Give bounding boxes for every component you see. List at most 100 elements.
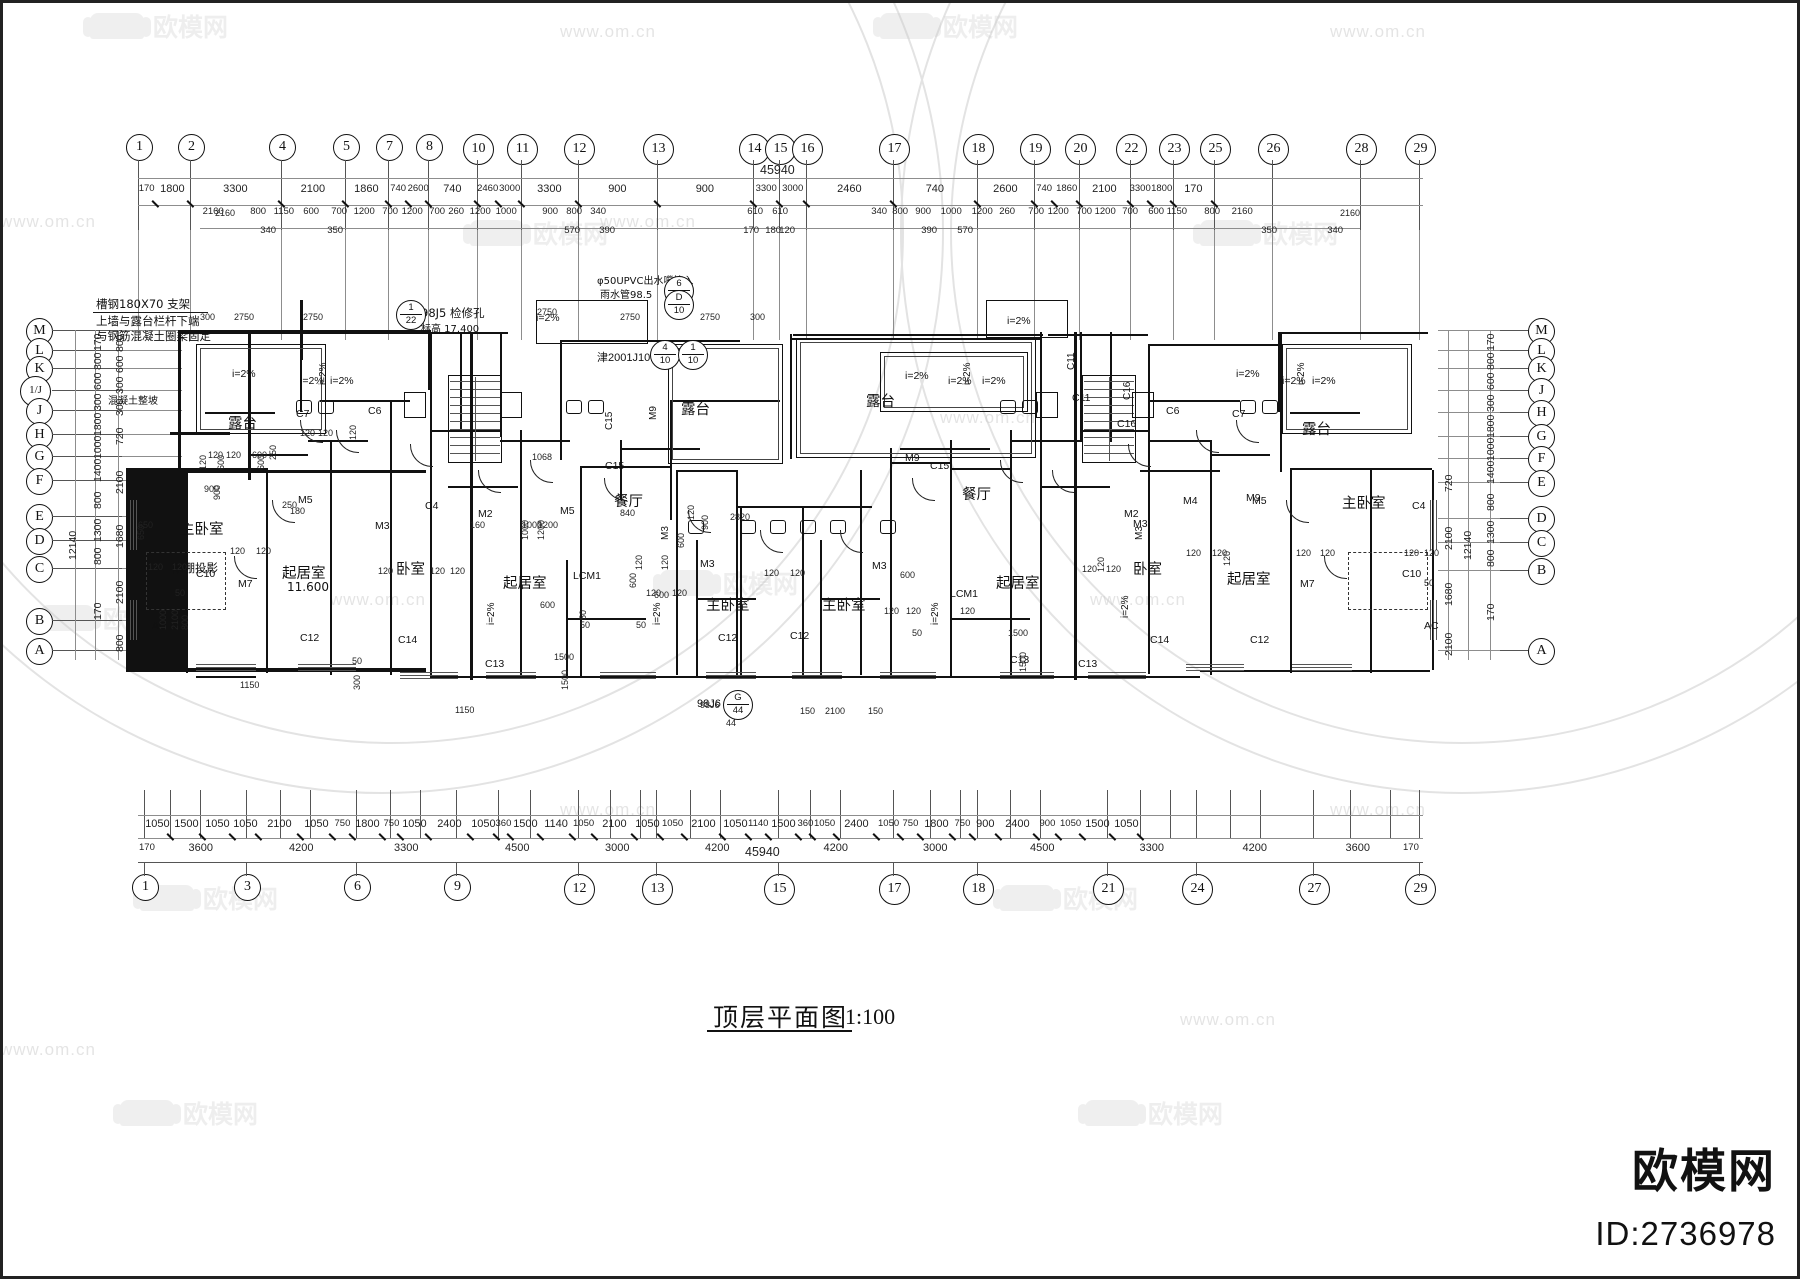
top-grid-bubble-2[interactable]: 2 bbox=[178, 134, 205, 161]
plan-wall-h-33 bbox=[1050, 676, 1200, 679]
right-grid-bubble-C[interactable]: C bbox=[1528, 530, 1555, 557]
top-subdim-7: 1200 bbox=[401, 206, 423, 217]
left-grid-bubble-B[interactable]: B bbox=[26, 608, 53, 635]
bottom-grid-bubble-15[interactable]: 15 bbox=[764, 874, 795, 905]
top-subdim-19: 900 bbox=[915, 206, 932, 217]
top-grid-bubble-23[interactable]: 23 bbox=[1159, 134, 1190, 165]
terrace-outline-1 bbox=[668, 344, 783, 464]
top-grid-leader-26 bbox=[1272, 160, 1273, 178]
bottom-main-dim-0: 170 bbox=[139, 842, 155, 853]
bottom-detail-dim-30: 900 bbox=[976, 818, 995, 830]
top-grid-bubble-13[interactable]: 13 bbox=[643, 134, 674, 165]
top-dim-12: 900 bbox=[695, 183, 715, 195]
left-grid-bubble-E[interactable]: E bbox=[26, 504, 53, 531]
top-subdim-17: 340 bbox=[871, 206, 888, 217]
top-grid-bubble-1[interactable]: 1 bbox=[126, 134, 153, 161]
bottom-grid-bubble-9[interactable]: 9 bbox=[444, 874, 471, 901]
drawing-scale: 1:100 bbox=[845, 1004, 896, 1029]
bottom-detail-dim-21: 1140 bbox=[748, 818, 769, 829]
misc-dim-4: 2820 bbox=[730, 512, 751, 522]
bottom-grid-bubble-13[interactable]: 13 bbox=[642, 874, 673, 905]
dw-tag-C11-4: C11 bbox=[1072, 392, 1091, 404]
bottom-grid-bubble-21[interactable]: 21 bbox=[1093, 874, 1124, 905]
plan-wall-h-49 bbox=[696, 598, 756, 601]
bottom-grid-bubble-3[interactable]: 3 bbox=[234, 874, 261, 901]
room-label-master-2: 主卧室 bbox=[706, 598, 750, 614]
top-grid-ext-29 bbox=[1419, 230, 1420, 340]
bottom-grid-bubble-29[interactable]: 29 bbox=[1405, 874, 1436, 905]
right-grid-bubble-B[interactable]: B bbox=[1528, 558, 1555, 585]
bottom-grid-bubble-24[interactable]: 24 bbox=[1182, 874, 1213, 905]
bottom-grid-bubble-17[interactable]: 17 bbox=[879, 874, 910, 905]
right-grid-line-4 bbox=[1438, 412, 1500, 413]
right-grid-bubble-E[interactable]: E bbox=[1528, 470, 1555, 497]
left-grid-bubble-J[interactable]: J bbox=[26, 398, 53, 425]
bottom-grid-bubble-12[interactable]: 12 bbox=[564, 874, 595, 905]
top-grid-bubble-22[interactable]: 22 bbox=[1116, 134, 1147, 165]
right-grid-line-3 bbox=[1438, 390, 1500, 391]
top-grid-bubble-29[interactable]: 29 bbox=[1405, 134, 1436, 165]
window-2-c bbox=[400, 678, 458, 679]
left-grid-bubble-F[interactable]: F bbox=[26, 468, 53, 495]
right-grid-line-10 bbox=[1438, 570, 1500, 571]
dw-tag-M9-15: M9 bbox=[905, 452, 920, 464]
top-grid-bubble-17[interactable]: 17 bbox=[879, 134, 910, 165]
top-grid-bubble-12[interactable]: 12 bbox=[564, 134, 595, 165]
top-grid-bubble-25[interactable]: 25 bbox=[1200, 134, 1231, 165]
plan-wall-h-4 bbox=[793, 334, 1043, 337]
window-9-b bbox=[1088, 675, 1146, 676]
left-grid-bubble-A[interactable]: A bbox=[26, 638, 53, 665]
right-grid-bubble-A[interactable]: A bbox=[1528, 638, 1555, 665]
top-grid-bubble-26[interactable]: 26 bbox=[1258, 134, 1289, 165]
left-grid-bubble-C[interactable]: C bbox=[26, 556, 53, 583]
bottom-dim-rule-1 bbox=[138, 815, 1423, 816]
dw-tag-C12-33: C12 bbox=[718, 632, 738, 644]
bottom-grid-bubble-1[interactable]: 1 bbox=[132, 874, 159, 901]
bottom-grid-leader-9 bbox=[456, 862, 457, 876]
bottom-grid-bubble-27[interactable]: 27 bbox=[1299, 874, 1330, 905]
top-grid-bubble-15[interactable]: 15 bbox=[765, 134, 796, 165]
top-grid-bubble-7[interactable]: 7 bbox=[376, 134, 403, 161]
left-grid-bubble-D[interactable]: D bbox=[26, 528, 53, 555]
top-grid-bubble-10[interactable]: 10 bbox=[463, 134, 494, 165]
bottom-grid-bubble-18[interactable]: 18 bbox=[963, 874, 994, 905]
top-grid-bubble-19[interactable]: 19 bbox=[1020, 134, 1051, 165]
top-grid-leader-10 bbox=[477, 160, 478, 178]
top-grid-line-1 bbox=[138, 178, 139, 230]
top-grid-bubble-18[interactable]: 18 bbox=[963, 134, 994, 165]
top-grid-bubble-11[interactable]: 11 bbox=[507, 134, 538, 165]
bottom-tick-ext-11 bbox=[530, 790, 531, 838]
misc-dim-49: 600 bbox=[252, 450, 268, 460]
callout-top-1: 4 bbox=[662, 342, 668, 353]
right-grid-bubble-G[interactable]: G bbox=[1528, 424, 1555, 451]
top-grid-bubble-8[interactable]: 8 bbox=[416, 134, 443, 161]
dw-tag-AC-31: AC bbox=[1424, 620, 1439, 632]
misc-dim-7: 150 bbox=[868, 706, 884, 716]
plan-wall-h-2 bbox=[388, 332, 508, 335]
outer-wall-2 bbox=[126, 668, 426, 671]
bottom-tick-ext-26 bbox=[1040, 790, 1041, 838]
bottom-grid-bubble-6[interactable]: 6 bbox=[344, 874, 371, 901]
side-window-2-a bbox=[130, 600, 131, 640]
bottom-detail-dim-32: 900 bbox=[1039, 818, 1056, 829]
top-subdim-2: 1150 bbox=[273, 206, 295, 217]
top-grid-bubble-28[interactable]: 28 bbox=[1346, 134, 1377, 165]
bottom-tick-ext-5 bbox=[310, 790, 311, 838]
misc-dim-63: 44 bbox=[726, 718, 737, 728]
bottom-grid-leader-29 bbox=[1419, 862, 1420, 876]
top-grid-bubble-16[interactable]: 16 bbox=[792, 134, 823, 165]
top-grid-bubble-4[interactable]: 4 bbox=[269, 134, 296, 161]
plan-wall-h-39 bbox=[448, 486, 518, 489]
top-dim-16: 740 bbox=[925, 183, 945, 195]
left-grid-line-5 bbox=[122, 434, 182, 435]
right-grid-leader-3 bbox=[1500, 390, 1528, 391]
top-grid-bubble-20[interactable]: 20 bbox=[1065, 134, 1096, 165]
left-grid-bubble-G[interactable]: G bbox=[26, 444, 53, 471]
bottom-tick-ext-3 bbox=[246, 790, 247, 838]
top-grid-bubble-5[interactable]: 5 bbox=[333, 134, 360, 161]
top-dim-6: 2600 bbox=[407, 183, 429, 194]
